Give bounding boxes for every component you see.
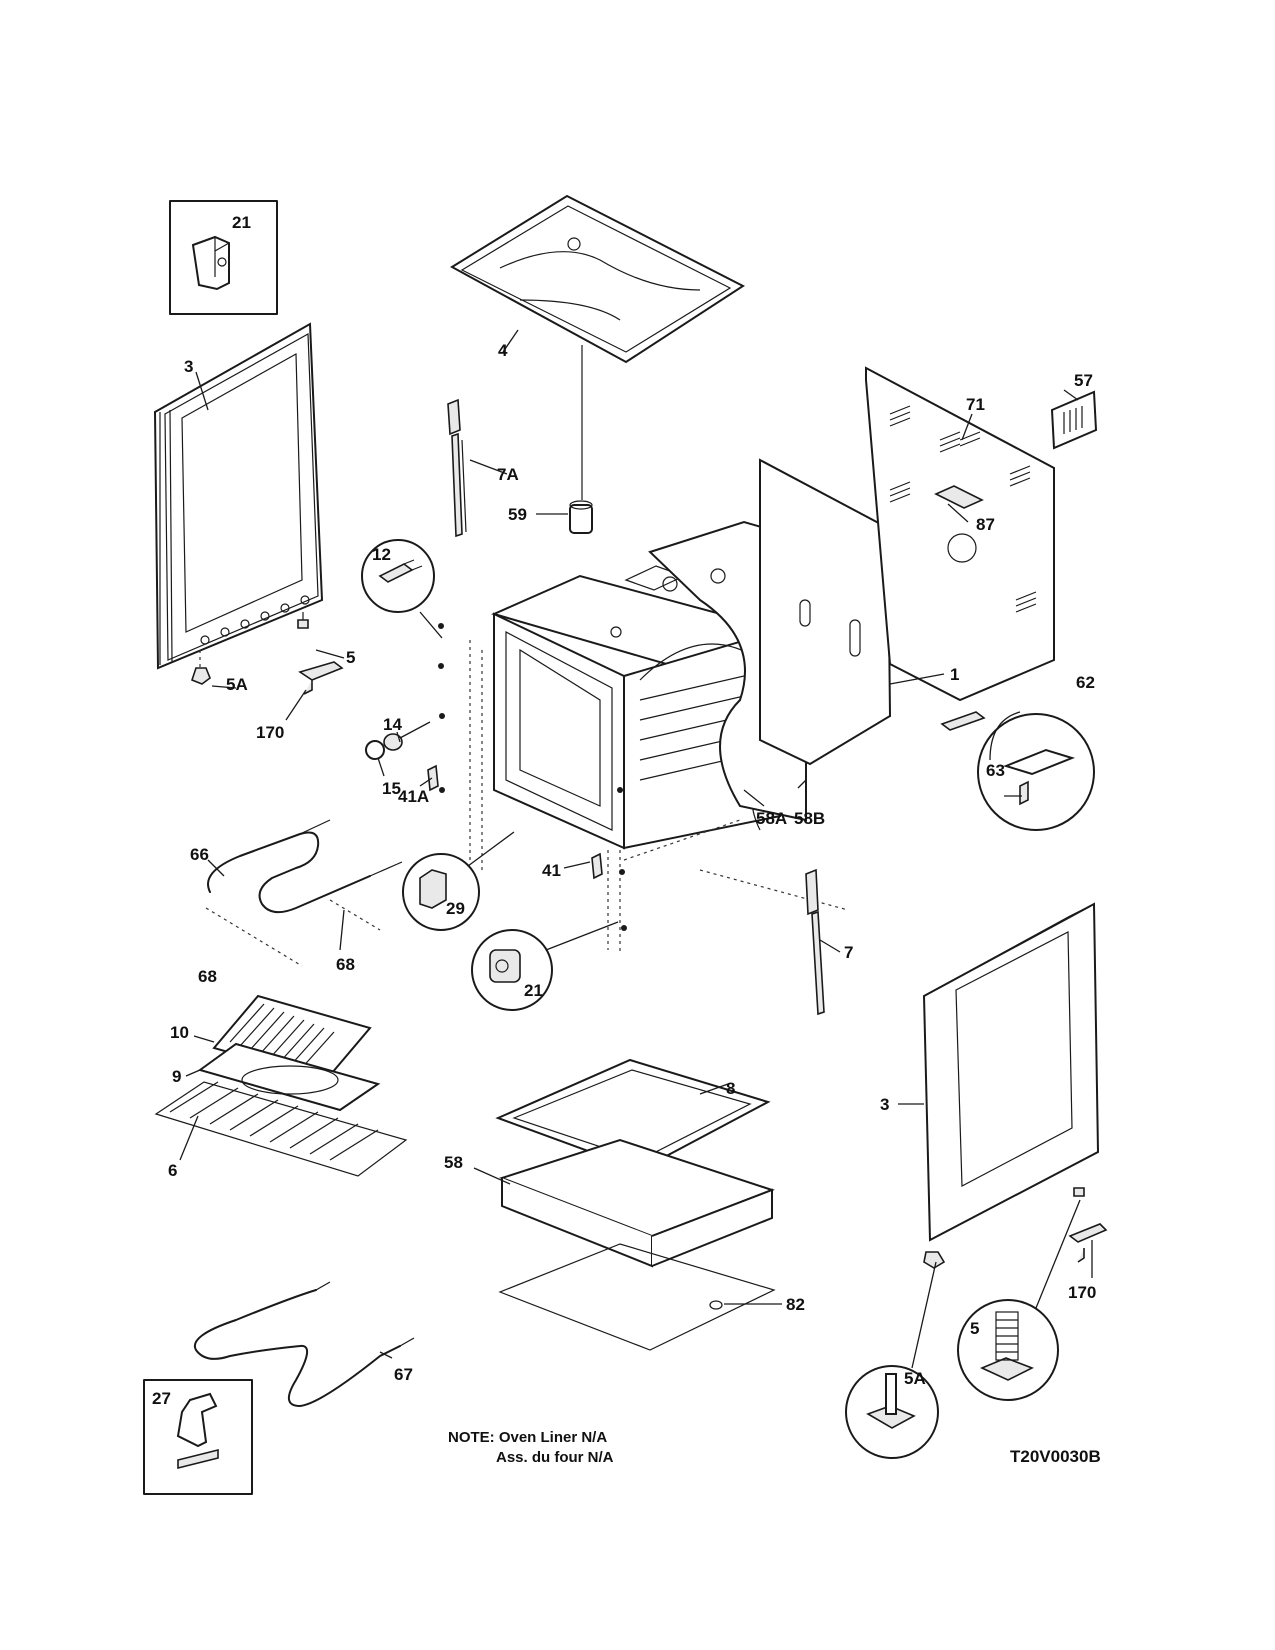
label-66: 66 xyxy=(190,845,209,864)
label-58b: 58B xyxy=(794,809,825,828)
label-1: 1 xyxy=(950,665,959,684)
label-58a: 58A xyxy=(756,809,787,828)
part-21-inset xyxy=(169,200,278,315)
clip-41 xyxy=(591,852,603,880)
label-68-right: 68 xyxy=(336,955,355,974)
label-9: 9 xyxy=(172,1067,181,1086)
leader-lines xyxy=(179,329,1093,1359)
label-71: 71 xyxy=(966,395,985,414)
bracket-170-left xyxy=(298,661,344,695)
label-170-left: 170 xyxy=(256,723,284,742)
top-panel xyxy=(450,194,745,364)
label-3-right-door: 3 xyxy=(880,1095,889,1114)
label-12: 12 xyxy=(372,545,391,564)
label-21-inset: 21 xyxy=(232,213,251,232)
back-panel-71 xyxy=(865,366,1055,702)
label-41: 41 xyxy=(542,861,561,880)
rail-7 xyxy=(805,868,825,1016)
part-57 xyxy=(1050,390,1098,450)
bake-element xyxy=(193,1281,415,1407)
label-68-left: 68 xyxy=(198,967,217,986)
broil-pan xyxy=(197,994,381,1112)
label-5a-right: 5A xyxy=(904,1369,926,1388)
frame-dashed xyxy=(469,640,849,955)
label-58: 58 xyxy=(444,1153,463,1172)
label-5-left: 5 xyxy=(346,648,355,667)
label-59: 59 xyxy=(508,505,527,524)
diagram-code: T20V0030B xyxy=(1010,1447,1101,1466)
part-5a-detail xyxy=(845,1261,939,1459)
label-41a: 41A xyxy=(398,787,429,806)
hinge-screw-left xyxy=(191,612,309,685)
label-82: 82 xyxy=(786,1295,805,1314)
label-15: 15 xyxy=(382,779,401,798)
oven-lamp xyxy=(365,721,431,760)
part-5-detail xyxy=(957,1199,1081,1401)
door-right xyxy=(922,902,1100,1242)
label-21-detail: 21 xyxy=(524,981,543,1000)
hinge-right xyxy=(923,1187,1108,1269)
drawer-58 xyxy=(499,1138,775,1268)
label-170-right: 170 xyxy=(1068,1283,1096,1302)
oven-rack xyxy=(154,1081,408,1177)
label-6: 6 xyxy=(168,1161,177,1180)
label-63: 63 xyxy=(986,761,1005,780)
callout-labels: 21 3 4 7A 59 12 5 5A 170 14 15 41A 58A 5… xyxy=(152,213,1096,1408)
screws-left xyxy=(438,623,627,931)
label-87: 87 xyxy=(976,515,995,534)
label-57: 57 xyxy=(1074,371,1093,390)
door-left xyxy=(153,322,324,670)
label-14: 14 xyxy=(383,715,402,734)
label-62: 62 xyxy=(1076,673,1095,692)
label-5a-left: 5A xyxy=(226,675,248,694)
part-29-detail xyxy=(402,831,515,931)
label-10: 10 xyxy=(170,1023,189,1042)
note-line-1: NOTE: Oven Liner N/A xyxy=(448,1429,607,1446)
drawer-panel-82 xyxy=(498,1243,776,1351)
broil-element xyxy=(205,819,403,967)
terminal-block-62 xyxy=(940,711,1095,831)
part-12-detail xyxy=(361,539,443,639)
part-59 xyxy=(569,500,593,534)
label-7a: 7A xyxy=(497,465,519,484)
label-27: 27 xyxy=(152,1389,171,1408)
back-panel-1 xyxy=(759,458,892,766)
label-5-right: 5 xyxy=(970,1319,979,1338)
note-line-2: Ass. du four N/A xyxy=(496,1449,614,1466)
label-7: 7 xyxy=(844,943,853,962)
clip-41a xyxy=(427,764,439,792)
label-4-top-panel: 4 xyxy=(498,341,508,360)
label-3-left-door: 3 xyxy=(184,357,193,376)
part-21-detail xyxy=(471,921,619,1011)
part-27-inset xyxy=(143,1379,253,1495)
label-29: 29 xyxy=(446,899,465,918)
label-67: 67 xyxy=(394,1365,413,1384)
label-8: 8 xyxy=(726,1079,735,1098)
rail-7a xyxy=(447,398,467,538)
